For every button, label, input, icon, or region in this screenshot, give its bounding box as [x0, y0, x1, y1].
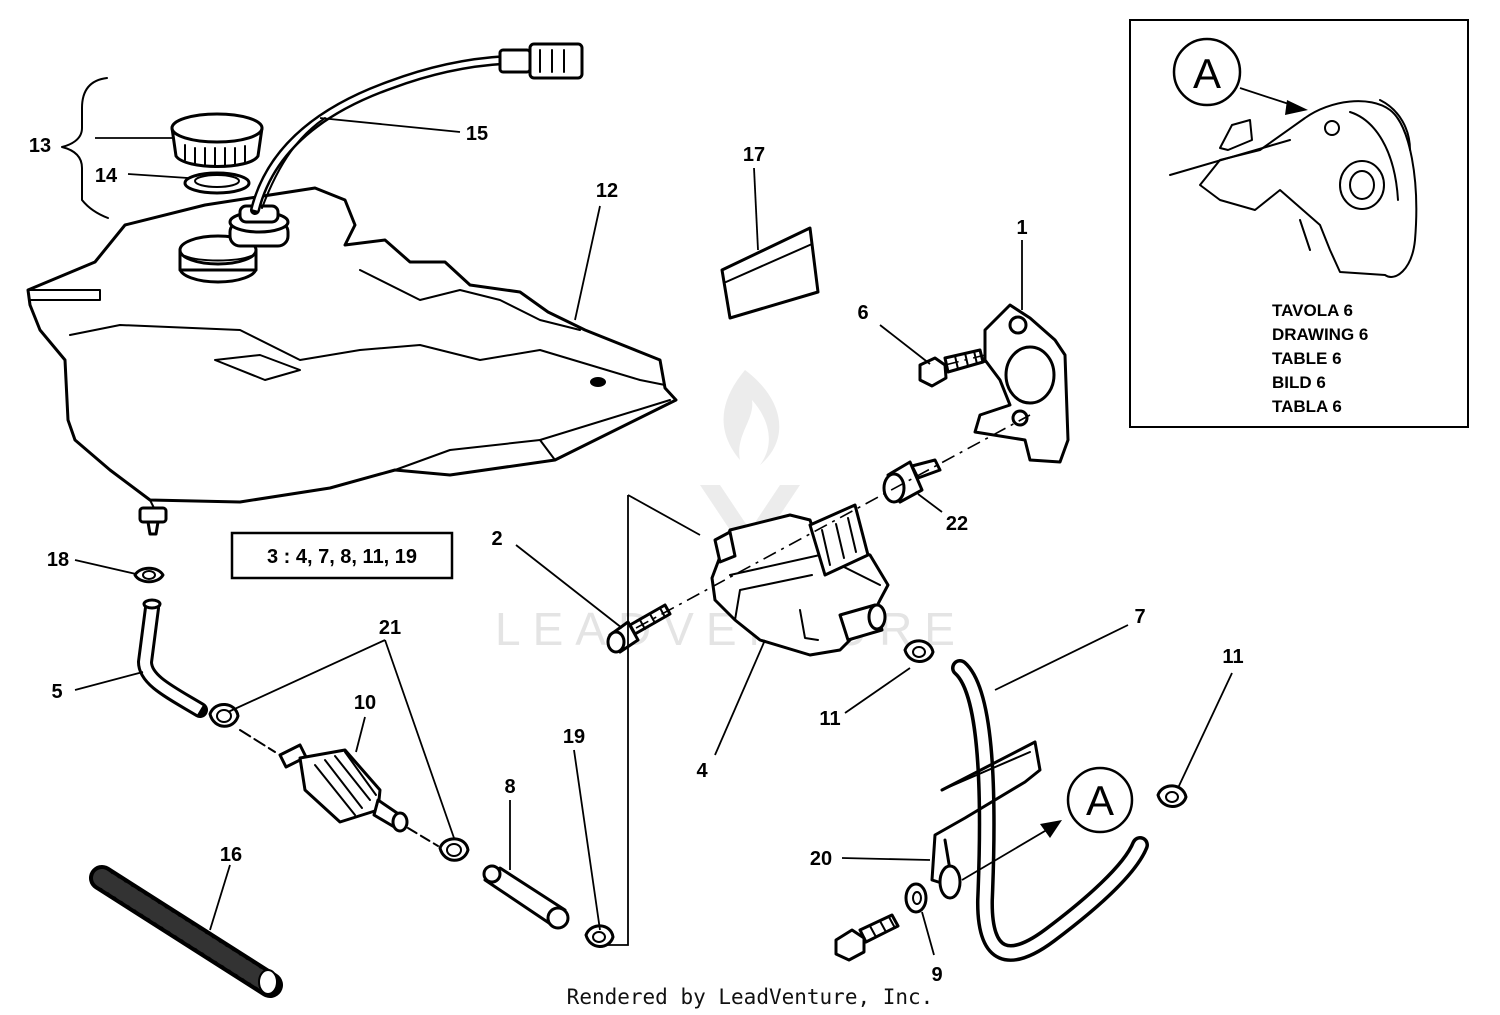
callout-11-lower: 11 [1222, 646, 1243, 668]
callout-12: 12 [596, 180, 618, 202]
spiral-sleeve [89, 865, 283, 998]
kit-box: 3 : 4, 7, 8, 11, 19 [230, 531, 454, 580]
callout-10: 10 [354, 692, 376, 714]
fuel-hose-upper [137, 598, 208, 718]
decal-label [720, 226, 820, 320]
inset-line-2: DRAWING 6 [1272, 325, 1368, 344]
callout-1: 1 [1016, 217, 1027, 239]
hex-bolt-lower [834, 913, 900, 962]
callout-21: 21 [379, 617, 401, 639]
kit-box-text: 3 : 4, 7, 8, 11, 19 [267, 546, 417, 568]
fuel-pump [710, 503, 890, 657]
hose-clamp-21a [208, 703, 240, 728]
hose-clamp-19 [584, 924, 615, 948]
callout-8: 8 [504, 776, 515, 798]
callout-7: 7 [1134, 606, 1145, 628]
pump-bracket [973, 303, 1070, 464]
callout-20: 20 [810, 848, 832, 870]
callout-4: 4 [696, 760, 708, 782]
fuel-hose-long [951, 659, 1149, 962]
hose-clamp-11-lower [1156, 784, 1188, 808]
callout-5: 5 [51, 681, 62, 703]
inset-marker-letter: A [1193, 50, 1221, 97]
pump-screw [606, 603, 672, 654]
callout-15: 15 [466, 123, 488, 145]
reference-arrow: A [961, 766, 1134, 881]
fuel-filter [239, 729, 439, 847]
callout-18: 18 [47, 549, 69, 571]
inset-marker-circle [1172, 37, 1242, 107]
fuel-hose-short [482, 864, 570, 930]
callout-11-upper: 11 [819, 708, 840, 730]
callout-leaders [74, 117, 1233, 956]
inset-panel: A TAVOLA 6 DRAWING 6 TABLE 6 BILD 6 TABL… [1129, 19, 1469, 428]
cap-gasket [183, 171, 251, 195]
washer [904, 882, 928, 914]
hose-clamp-21b [438, 837, 470, 862]
hex-bolt-upper [918, 348, 985, 388]
hose-clamp-18 [133, 566, 165, 584]
callout-19: 19 [563, 726, 585, 748]
callout-9: 9 [931, 964, 942, 986]
reference-marker-circle [1066, 766, 1134, 834]
spacer [882, 458, 942, 504]
assembly-lines [600, 354, 1031, 946]
fuel-tank [26, 186, 678, 536]
callout-13: 13 [29, 135, 51, 157]
inset-line-3: TABLE 6 [1272, 349, 1342, 368]
footer-credit: Rendered by LeadVenture, Inc. [567, 985, 934, 1009]
fuel-sender-unit [228, 42, 584, 248]
fuel-cap [170, 112, 264, 168]
callout-14: 14 [95, 165, 118, 187]
filler-neck [178, 234, 258, 284]
callout-16: 16 [220, 844, 242, 866]
hose-clip-bracket [930, 740, 1042, 900]
callout-2: 2 [491, 528, 502, 550]
callout-17: 17 [743, 144, 765, 166]
bracket-13 [61, 77, 109, 219]
callout-22: 22 [946, 513, 968, 535]
inset-engine-sketch [1169, 99, 1418, 278]
hose-clamp-11-upper [903, 639, 935, 663]
callout-6: 6 [857, 302, 868, 324]
callout-numbers: 1 2 4 5 6 7 8 9 10 11 11 12 13 14 15 16 … [29, 123, 1244, 986]
inset-line-1: TAVOLA 6 [1272, 301, 1353, 320]
inset-line-4: BILD 6 [1272, 373, 1326, 392]
reference-marker-letter: A [1086, 777, 1114, 824]
inset-line-5: TABLA 6 [1272, 397, 1342, 416]
